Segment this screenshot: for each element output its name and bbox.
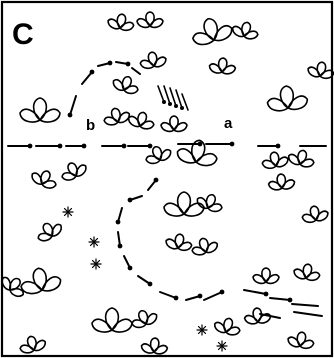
asterisk-star-icon <box>90 258 102 270</box>
point-label-a: a <box>224 115 233 132</box>
asterisk-star-icon <box>62 206 74 218</box>
tick-cluster <box>157 85 189 111</box>
horizontal-dash-line <box>7 141 327 149</box>
asterisk-star-icon <box>88 236 100 248</box>
asterisk-star-icon <box>216 340 228 352</box>
curved-trajectory <box>67 60 323 319</box>
point-label-b: b <box>86 117 95 134</box>
asterisk-star-icon <box>196 324 208 336</box>
panel-label: C <box>12 18 34 51</box>
